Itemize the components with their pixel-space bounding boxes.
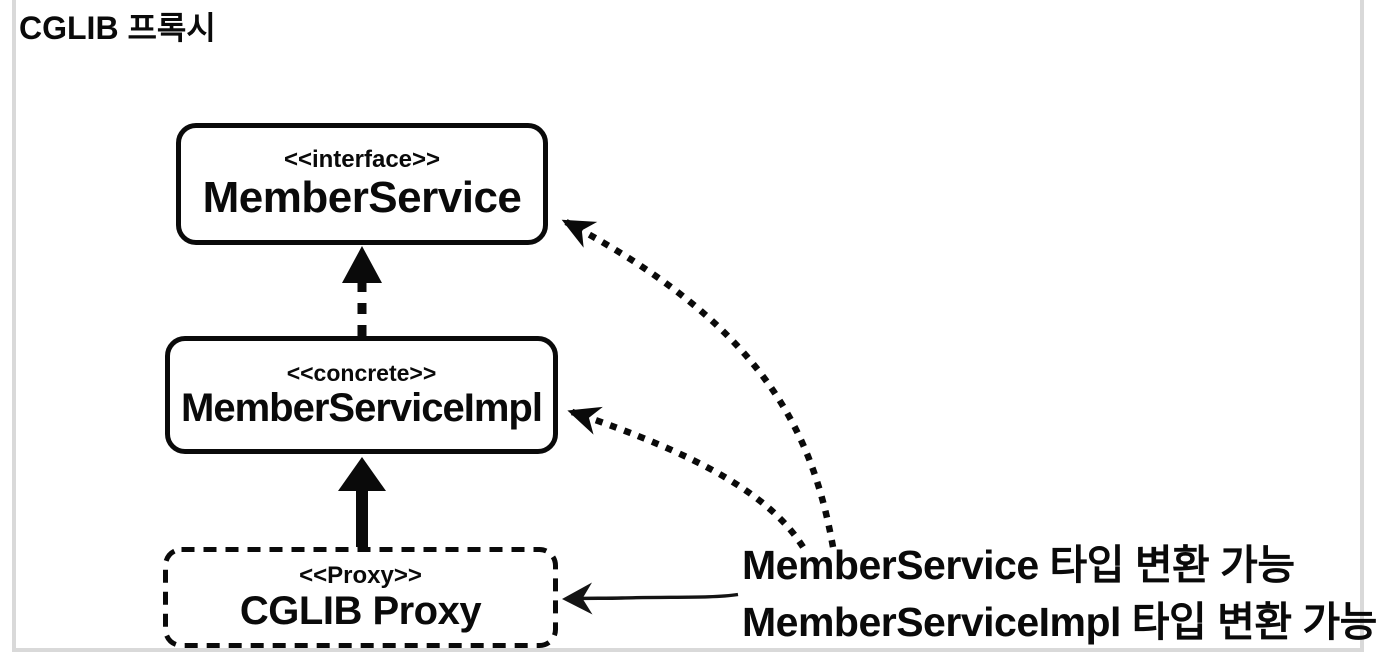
frame-border-left <box>12 0 16 652</box>
node-member-service-impl-name: MemberServiceImpl <box>181 386 543 431</box>
hand-arrow-shaft <box>577 592 739 601</box>
node-member-service-name: MemberService <box>202 172 522 222</box>
node-member-service: <<interface>> MemberService <box>176 123 548 245</box>
node-member-service-stereotype: <<interface>> <box>283 146 441 173</box>
extends-arrow-head <box>338 457 386 491</box>
node-member-service-impl: <<concrete>> MemberServiceImpl <box>165 336 558 454</box>
node-cglib-proxy-name: CGLIB Proxy <box>239 589 482 634</box>
diagram-title: CGLIB 프록시 <box>19 10 216 46</box>
node-member-service-impl-stereotype: <<concrete>> <box>286 359 437 386</box>
cast-curve-to-member-service-impl <box>567 406 806 549</box>
annotation-member-service-impl-cast: MemberServiceImpl 타입 변환 가능 <box>742 599 1377 645</box>
cast-curve-to-member-service <box>561 219 837 548</box>
annotation-member-service-cast: MemberService 타입 변환 가능 <box>742 542 1295 588</box>
node-cglib-proxy-stereotype: <<Proxy>> <box>299 561 422 589</box>
hand-arrow-head <box>562 582 593 615</box>
frame-border-right <box>1360 0 1364 652</box>
implements-arrow-head <box>342 246 382 283</box>
node-cglib-proxy: <<Proxy>> CGLIB Proxy <box>163 547 558 648</box>
frame-border-bottom <box>12 648 1364 652</box>
